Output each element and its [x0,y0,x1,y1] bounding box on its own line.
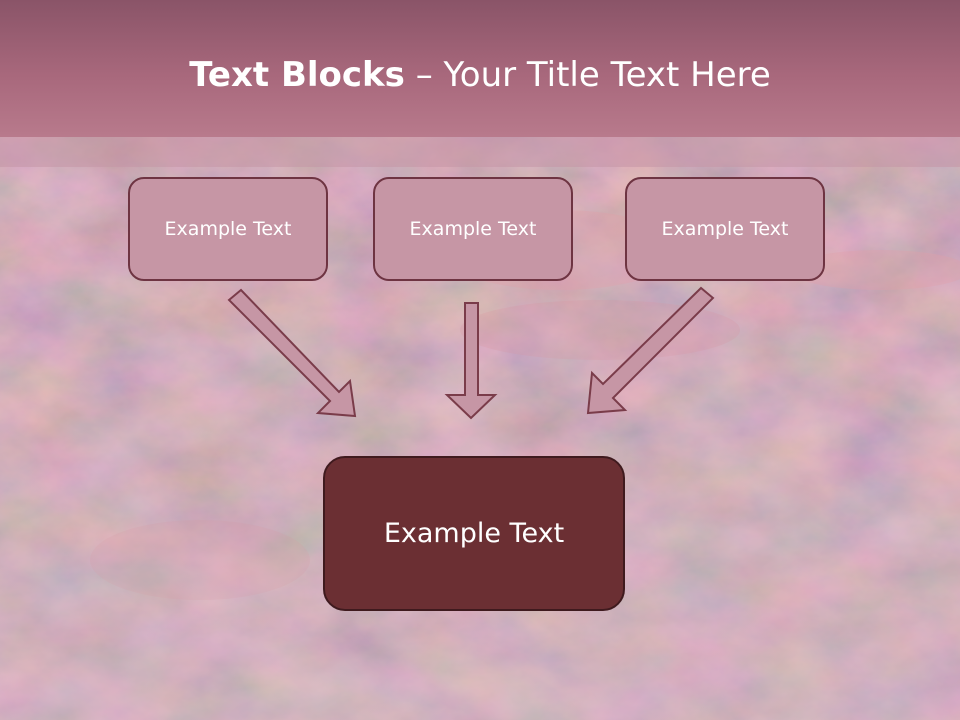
arrow-right-diagonal [586,286,715,415]
arrow-left-diagonal [227,288,357,418]
text-block-top-left-label: Example Text [164,218,292,240]
title-rest: Your Title Text Here [443,55,771,95]
text-block-bottom: Example Text [323,456,625,611]
title-bold: Text Blocks [189,55,405,95]
text-block-top-middle-label: Example Text [409,218,537,240]
title-bar [0,0,960,137]
arrow-center-down [444,302,498,420]
text-block-bottom-label: Example Text [383,518,565,549]
text-block-top-right: Example Text [625,177,825,281]
text-block-top-middle: Example Text [373,177,573,281]
slide-title: Text Blocks – Your Title Text Here [0,52,960,98]
text-block-top-left: Example Text [128,177,328,281]
title-band [0,137,960,167]
title-separator: – [404,55,444,95]
text-block-top-right-label: Example Text [661,218,789,240]
